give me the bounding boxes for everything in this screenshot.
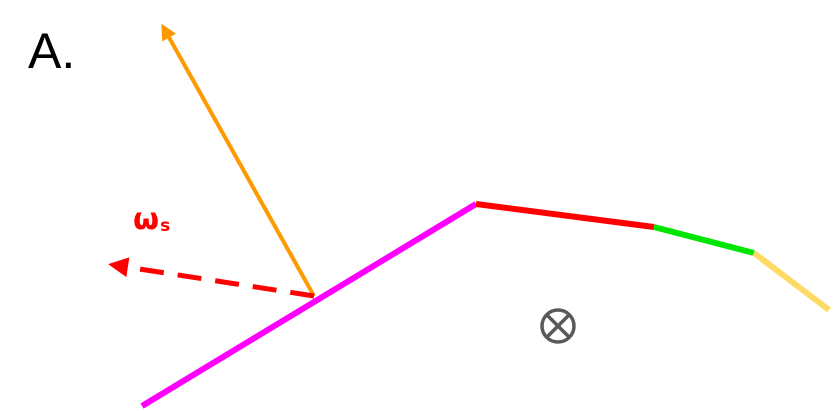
- panel-label: A.: [28, 23, 76, 79]
- circled-x-icon: [540, 308, 576, 344]
- omega-subscript: s: [160, 216, 171, 236]
- segment-red: [475, 201, 655, 230]
- omega-symbol: ω: [133, 202, 160, 237]
- segment-magenta: [140, 201, 478, 409]
- angular-velocity-label: ωs: [133, 205, 170, 235]
- omega-arrow: [108, 257, 315, 299]
- segment-yellow: [752, 250, 831, 313]
- segment-green: [653, 224, 755, 256]
- normal-arrow: [161, 23, 316, 297]
